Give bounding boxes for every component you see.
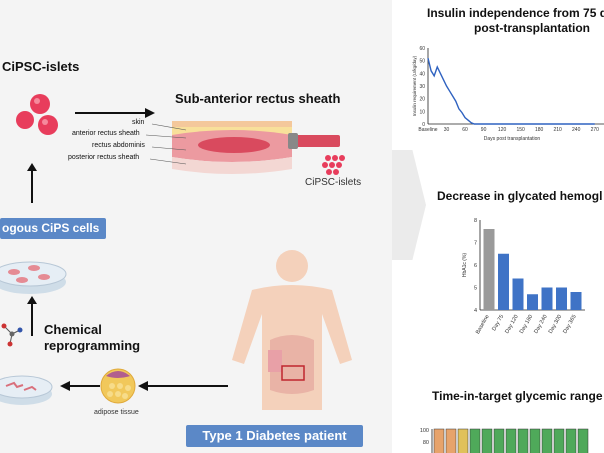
hba1c-bar <box>527 294 538 310</box>
x-tick-label: 240 <box>572 127 581 133</box>
tir-bar <box>433 428 445 453</box>
hba1c-bar <box>541 287 553 310</box>
adipose-label: adipose tissue <box>94 409 139 416</box>
y-tick-label: 10 <box>419 109 425 115</box>
tir-bar <box>553 428 565 453</box>
x-tick-label: 150 <box>516 127 525 133</box>
tir-bar <box>577 428 589 453</box>
y-tick-label: 60 <box>419 46 425 52</box>
hba1c-bar <box>498 253 509 310</box>
tir-bar <box>517 428 529 453</box>
y-tick-label: 5 <box>474 286 477 292</box>
x-tick-label: 210 <box>554 127 563 133</box>
tir-bar <box>529 428 541 453</box>
tissue-cross-section <box>172 121 340 174</box>
insulin-title-1: Insulin independence from 75 d <box>427 6 604 20</box>
layer-label-rectus: rectus abdominis <box>92 142 145 149</box>
tir-bar <box>457 428 469 453</box>
y-tick-label: 8 <box>474 218 477 224</box>
x-tick-label: Day 180 <box>519 314 534 335</box>
y-tick-label: 6 <box>474 263 477 269</box>
y-tick-label: 7 <box>474 241 477 247</box>
islets-label: CiPSC-islets <box>2 59 80 74</box>
tir-bar <box>445 428 457 453</box>
tir-title: Time-in-target glycemic range <box>432 389 603 403</box>
y-tick-label: 100 <box>420 428 429 434</box>
hba1c-bar <box>512 278 524 310</box>
y-tick-label: 0 <box>422 122 425 128</box>
hba1c-bar <box>556 287 567 310</box>
y-tick-label: 4 <box>474 308 477 314</box>
tir-bar <box>565 428 577 453</box>
x-tick-label: Day 75 <box>491 314 505 332</box>
insulin-series-line <box>427 57 595 125</box>
x-tick-label: 270 <box>591 127 600 133</box>
x-tick-label: 90 <box>481 127 487 133</box>
tir-bar <box>493 428 505 453</box>
x-tick-label: Day 120 <box>504 314 519 335</box>
x-tick-label: 30 <box>444 127 450 133</box>
reprogramming-label-1: Chemical <box>44 322 102 337</box>
y-axis-label: Insulin requirement (U/kg/day) <box>412 55 417 116</box>
insulin-title-2: post-transplantation <box>474 21 590 35</box>
layer-label-posterior: posterior rectus sheath <box>68 154 140 161</box>
y-tick-label: 80 <box>423 440 429 446</box>
adipose-tissue-icon <box>100 368 136 404</box>
x-tick-label: Day 300 <box>548 314 563 335</box>
x-axis-label: Days post transplantation <box>484 136 541 142</box>
islets-label-2: CiPSC-islets <box>305 177 362 188</box>
reprogramming-label-2: reprogramming <box>44 338 141 353</box>
arrow-up-2 <box>27 296 37 336</box>
y-axis-label: HbA1c (%) <box>462 253 468 278</box>
layer-leader-lines <box>145 123 187 165</box>
arrow-to-sheath <box>75 108 155 118</box>
layer-label-skin: skin <box>132 119 145 126</box>
x-tick-label: Baseline <box>418 127 437 133</box>
x-tick-label: Day 240 <box>533 314 548 335</box>
cips-cells-banner: ogous CiPS cells <box>0 218 106 239</box>
hba1c-bar <box>483 229 495 310</box>
islets-cluster-icon <box>16 94 58 135</box>
molecule-icon <box>1 323 23 347</box>
y-tick-label: 20 <box>419 97 425 103</box>
y-tick-label: 30 <box>419 84 425 90</box>
x-tick-label: Baseline <box>475 314 491 335</box>
results-panel <box>392 0 604 453</box>
culture-dish-1 <box>0 261 67 294</box>
x-tick-label: Day 365 <box>562 314 577 335</box>
x-tick-label: 180 <box>535 127 544 133</box>
sheath-title: Sub-anterior rectus sheath <box>175 91 341 106</box>
y-tick-label: 50 <box>419 59 425 65</box>
patient-figure <box>232 250 352 410</box>
hba1c-title: Decrease in glycated hemogl <box>437 189 603 203</box>
layer-label-anterior: anterior rectus sheath <box>72 130 140 137</box>
arrow-left-from-adipose <box>60 381 100 391</box>
tir-bar <box>469 428 481 453</box>
tir-bar <box>481 428 493 453</box>
tir-bar-chart: 100 80 <box>420 428 589 453</box>
tir-bar <box>505 428 517 453</box>
hba1c-bar <box>570 292 582 310</box>
x-tick-label: 120 <box>498 127 507 133</box>
x-tick-label: 60 <box>462 127 468 133</box>
tir-bar <box>541 428 553 453</box>
y-tick-label: 40 <box>419 71 425 77</box>
patient-banner: Type 1 Diabetes patient <box>186 425 363 447</box>
culture-dish-2 <box>0 375 53 405</box>
arrow-left-from-patient <box>138 381 228 391</box>
arrow-up-1 <box>27 163 37 203</box>
islets-small-icon <box>322 155 345 175</box>
